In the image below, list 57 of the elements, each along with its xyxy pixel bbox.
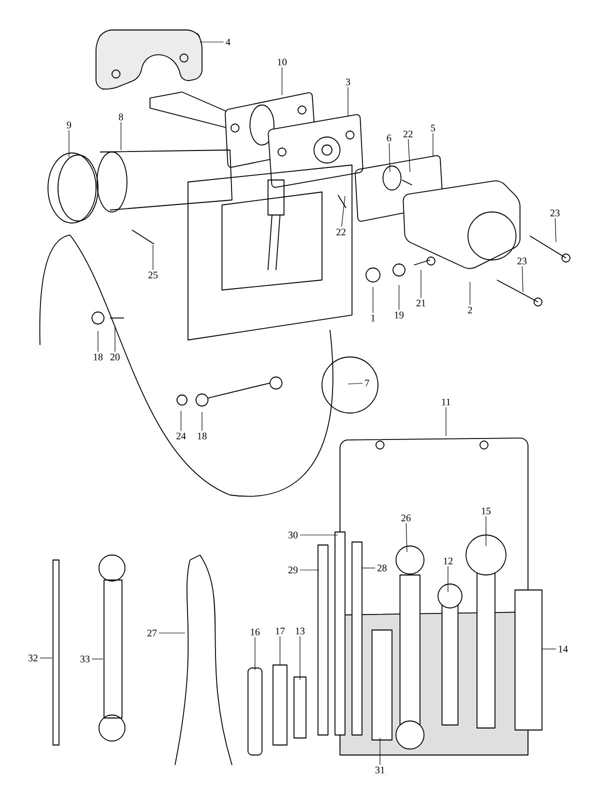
leader-line <box>398 284 400 310</box>
leader-line <box>158 632 186 634</box>
callout-number: 28 <box>377 564 387 572</box>
callout-number: 18 <box>94 354 103 360</box>
leader-line <box>341 196 346 228</box>
callout-number: 19 <box>394 312 404 318</box>
callout-number: 26 <box>401 514 411 522</box>
callout-number: 23 <box>550 210 560 216</box>
callout-number: 29 <box>288 566 298 574</box>
callout-number: 22 <box>403 130 412 138</box>
leader-line <box>388 143 390 172</box>
callout-number: 17 <box>276 628 285 634</box>
leader-line <box>120 122 122 150</box>
callout-number: 31 <box>376 766 384 774</box>
callout-number: 22 <box>336 228 346 236</box>
callout-number: 32 <box>28 654 38 662</box>
leader-line <box>92 658 104 660</box>
callout-number: 24 <box>176 432 186 440</box>
leader-line <box>420 270 422 298</box>
callout-number: 2 <box>468 306 472 314</box>
callout-number: 20 <box>110 354 120 360</box>
leader-line <box>408 138 410 172</box>
leader-line <box>554 218 556 242</box>
leader-line <box>152 244 154 270</box>
leader-line <box>68 130 70 158</box>
callout-number: 5 <box>431 124 436 132</box>
callout-number: 4 <box>226 38 230 46</box>
callout-number: 11 <box>442 398 450 406</box>
callout-number: 13 <box>296 628 305 634</box>
leader-line <box>180 410 182 432</box>
callout-number: 8 <box>118 114 124 120</box>
callout-number: 21 <box>416 300 426 306</box>
leader-line <box>542 648 556 650</box>
callout-number: 6 <box>386 134 392 142</box>
callout-number: 3 <box>346 78 350 86</box>
callout-number: 1 <box>371 314 375 322</box>
callout-number: 15 <box>482 508 491 514</box>
callout-number: 27 <box>147 630 157 636</box>
callout-number: 9 <box>66 122 72 128</box>
leader-line <box>522 266 524 292</box>
callout-number: 14 <box>558 646 568 652</box>
callout-number: 7 <box>365 380 370 386</box>
callout-number: 18 <box>198 432 207 440</box>
callout-number: 10 <box>278 58 287 66</box>
leader-line <box>372 286 374 314</box>
leader-line <box>300 534 338 536</box>
leader-line <box>406 523 408 552</box>
leader-line <box>432 132 434 156</box>
callout-number: 30 <box>288 532 298 538</box>
callout-number: 16 <box>250 628 260 636</box>
leader-line <box>348 382 363 384</box>
callout-number: 33 <box>80 656 90 662</box>
leader-line <box>254 637 256 670</box>
callout-number: 25 <box>148 272 158 278</box>
callout-number: 23 <box>517 258 527 264</box>
callout-number: 12 <box>444 558 452 564</box>
leader-line <box>114 326 116 352</box>
